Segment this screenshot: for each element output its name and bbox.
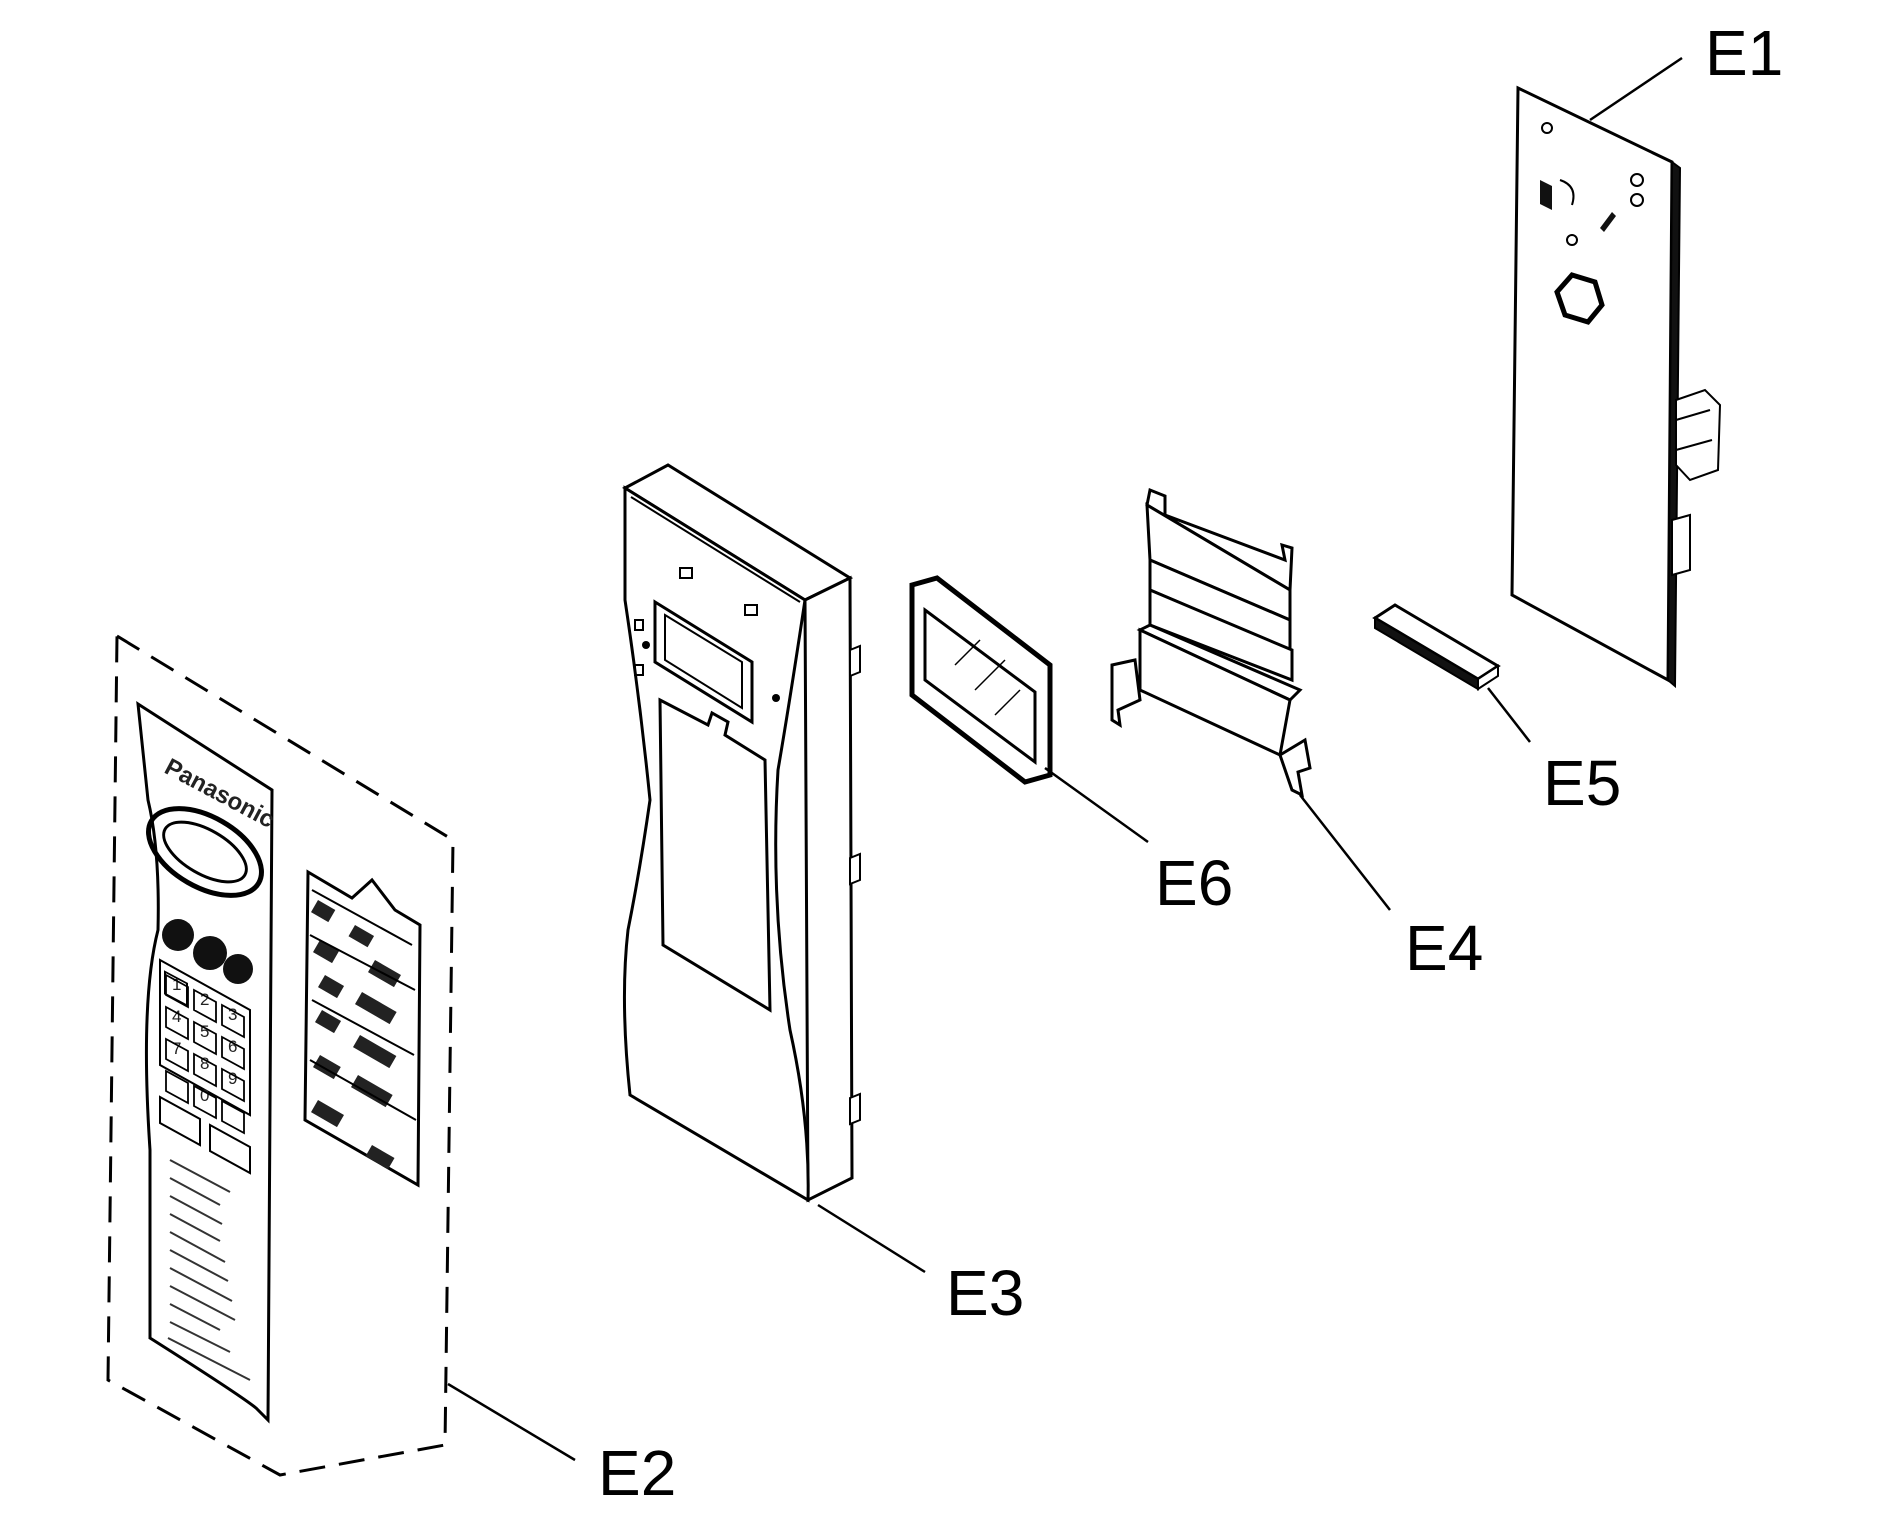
e2-key-9: 9 bbox=[228, 1069, 237, 1088]
leader-e6 bbox=[1044, 766, 1149, 844]
e2-dashed-outline bbox=[106, 633, 455, 1477]
callout-labels: E1 E2 E3 E4 E5 E6 bbox=[598, 17, 1783, 1509]
part-e6-display-window bbox=[909, 575, 1053, 785]
label-e1: E1 bbox=[1705, 17, 1783, 89]
leader-e2 bbox=[447, 1382, 576, 1462]
e2-key-4: 4 bbox=[172, 1007, 181, 1026]
e2-key-5: 5 bbox=[200, 1022, 209, 1041]
leader-e1 bbox=[1589, 56, 1683, 122]
e3-side-tabs bbox=[849, 644, 861, 1126]
e2-key-1: 1 bbox=[172, 975, 181, 994]
part-e3-housing bbox=[622, 463, 861, 1203]
e2-key-2: 2 bbox=[200, 990, 209, 1009]
e2-key-0: 0 bbox=[200, 1086, 209, 1105]
part-e5-strip bbox=[1372, 603, 1501, 691]
label-e3: E3 bbox=[946, 1257, 1024, 1329]
e3-keypad-opening bbox=[658, 697, 772, 1013]
e2-key-6: 6 bbox=[228, 1037, 237, 1056]
e2-keypad: 1 2 3 4 5 6 7 8 9 0 bbox=[164, 970, 245, 1135]
leader-e3 bbox=[817, 1203, 926, 1274]
e2-key-8: 8 bbox=[200, 1054, 209, 1073]
label-e2: E2 bbox=[598, 1437, 676, 1509]
e2-front-membrane: Panasonic 1 2 3 4 5 6 7 8 bbox=[136, 701, 279, 1424]
e2-round-button-2 bbox=[193, 936, 227, 970]
part-e4-lever bbox=[1110, 487, 1312, 798]
label-e4: E4 bbox=[1405, 912, 1483, 984]
e3-display-opening bbox=[653, 599, 754, 725]
e2-function-key-left bbox=[159, 1095, 201, 1147]
e2-instruction-list bbox=[167, 1159, 251, 1381]
leader-e5 bbox=[1487, 687, 1531, 743]
e2-function-key-right bbox=[209, 1123, 251, 1175]
label-e6: E6 bbox=[1155, 847, 1233, 919]
leader-lines bbox=[447, 56, 1683, 1462]
e2-key-3: 3 bbox=[228, 1005, 237, 1024]
e2-round-button-1 bbox=[162, 919, 194, 951]
part-e2-control-panel-sheet: Panasonic 1 2 3 4 5 6 7 8 bbox=[106, 633, 455, 1477]
part-e1-circuit-board bbox=[1510, 85, 1722, 689]
e2-round-button-3 bbox=[223, 954, 253, 984]
e2-rear-membrane bbox=[303, 869, 422, 1188]
label-e5: E5 bbox=[1543, 747, 1621, 819]
e2-key-7: 7 bbox=[172, 1039, 181, 1058]
leader-e4 bbox=[1299, 794, 1391, 911]
e2-display-window bbox=[146, 806, 264, 898]
